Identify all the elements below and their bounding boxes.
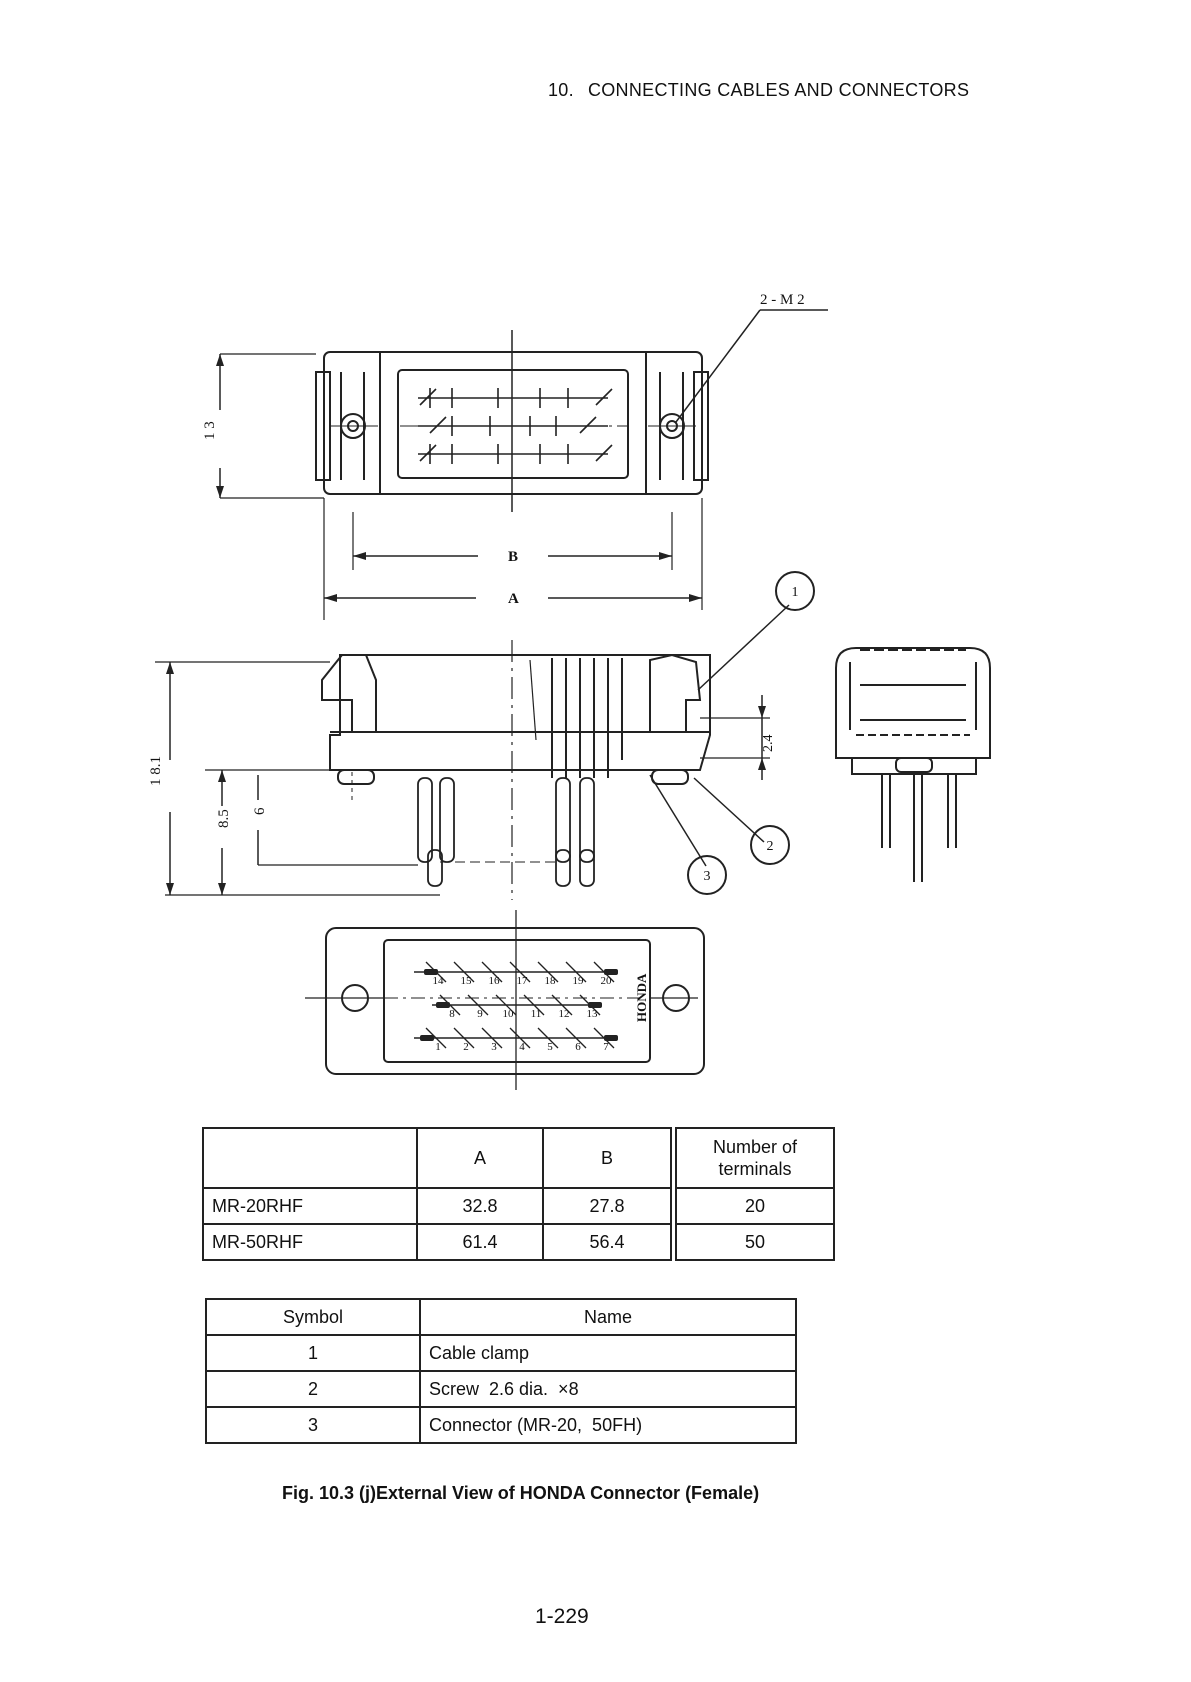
symbol-cell: 1 (205, 1334, 421, 1372)
pin-number: 3 (491, 1041, 497, 1053)
dim-b-label: B (508, 549, 518, 565)
pin-number: 10 (503, 1008, 515, 1020)
pin-number: 17 (517, 975, 529, 987)
table-divider (670, 1188, 677, 1224)
pin-number: 18 (545, 975, 557, 987)
pin-number: 5 (547, 1041, 553, 1053)
height-13-label: 1 3 (202, 421, 218, 440)
callout-2: 2 (767, 839, 774, 854)
pin-number: 4 (519, 1041, 525, 1053)
pin-number: 8 (449, 1008, 455, 1020)
brand-label: HONDA (634, 973, 649, 1022)
dim-a-label: A (508, 591, 519, 607)
header-cell-a: A (416, 1127, 544, 1189)
table-row: 1 Cable clamp (205, 1334, 797, 1372)
model-cell: MR-50RHF (202, 1223, 418, 1261)
terminals-cell: 20 (675, 1187, 835, 1225)
dimension-table: A B Number of terminals MR-20RHF 32.8 27… (202, 1127, 835, 1261)
height-8-5-label: 8.5 (216, 809, 232, 828)
callout-1: 1 (792, 585, 799, 600)
pin-number: 20 (601, 975, 613, 987)
callout-3: 3 (704, 869, 711, 884)
a-cell: 61.4 (416, 1223, 544, 1261)
pin-number: 1 (435, 1041, 441, 1053)
header-cell (202, 1127, 418, 1189)
terminals-cell: 50 (675, 1223, 835, 1261)
table-divider (670, 1224, 677, 1260)
height-18-1-label: 1 8.1 (148, 756, 164, 786)
pin-number: 2 (463, 1041, 469, 1053)
section-title: CONNECTING CABLES AND CONNECTORS (587, 80, 970, 100)
pin-number: 13 (587, 1008, 599, 1020)
height-2-4-label: 2.4 (761, 735, 776, 753)
name-header: Name (419, 1298, 797, 1336)
model-cell: MR-20RHF (202, 1187, 418, 1225)
pin-number: 7 (603, 1041, 609, 1053)
table-row: MR-20RHF 32.8 27.8 20 (202, 1187, 835, 1225)
end-view (835, 647, 991, 882)
header-cell-b: B (542, 1127, 672, 1189)
symbol-header: Symbol (205, 1298, 421, 1336)
bottom-view (305, 910, 705, 1090)
pin-number: 11 (531, 1008, 542, 1020)
symbol-table: Symbol Name 1 Cable clamp 2 Screw 2.6 di… (205, 1298, 797, 1444)
figure-caption: Fig. 10.3 (j)External View of HONDA Conn… (282, 1483, 760, 1503)
pin-number: 15 (461, 975, 473, 987)
table-divider (670, 1128, 677, 1188)
table-row: MR-50RHF 61.4 56.4 50 (202, 1223, 835, 1261)
header-cell-terminals: Number of terminals (675, 1127, 835, 1189)
a-cell: 32.8 (416, 1187, 544, 1225)
b-cell: 56.4 (542, 1223, 672, 1261)
height-6-label: 6 (252, 807, 268, 815)
b-cell: 27.8 (542, 1187, 672, 1225)
side-view (155, 571, 815, 900)
pin-number: 14 (433, 975, 445, 987)
pin-number: 9 (477, 1008, 483, 1020)
section-header: 10. CONNECTING CABLES AND CONNECTORS (548, 80, 969, 101)
section-number: 10. (548, 80, 574, 100)
symbol-table-header: Symbol Name (205, 1298, 797, 1336)
name-cell: Cable clamp (419, 1334, 797, 1372)
pin-number: 6 (575, 1041, 581, 1053)
symbol-cell: 2 (205, 1370, 421, 1408)
name-cell: Connector (MR-20, 50FH) (419, 1406, 797, 1444)
pin-number: 16 (489, 975, 501, 987)
page-number: 1-229 (535, 1605, 589, 1628)
name-cell: Screw 2.6 dia. ×8 (419, 1370, 797, 1408)
pin-number: 19 (573, 975, 585, 987)
symbol-cell: 3 (205, 1406, 421, 1444)
top-view (219, 309, 828, 620)
screw-spec-label: 2 - M 2 (760, 292, 805, 308)
dimension-table-header: A B Number of terminals (202, 1127, 835, 1189)
connector-drawing: 2 - M 2 1 3 B A 1 8.1 8.5 6 2.4 HONDA 1 … (148, 292, 991, 1090)
table-row: 2 Screw 2.6 dia. ×8 (205, 1370, 797, 1408)
table-row: 3 Connector (MR-20, 50FH) (205, 1406, 797, 1444)
pin-number: 12 (559, 1008, 570, 1020)
